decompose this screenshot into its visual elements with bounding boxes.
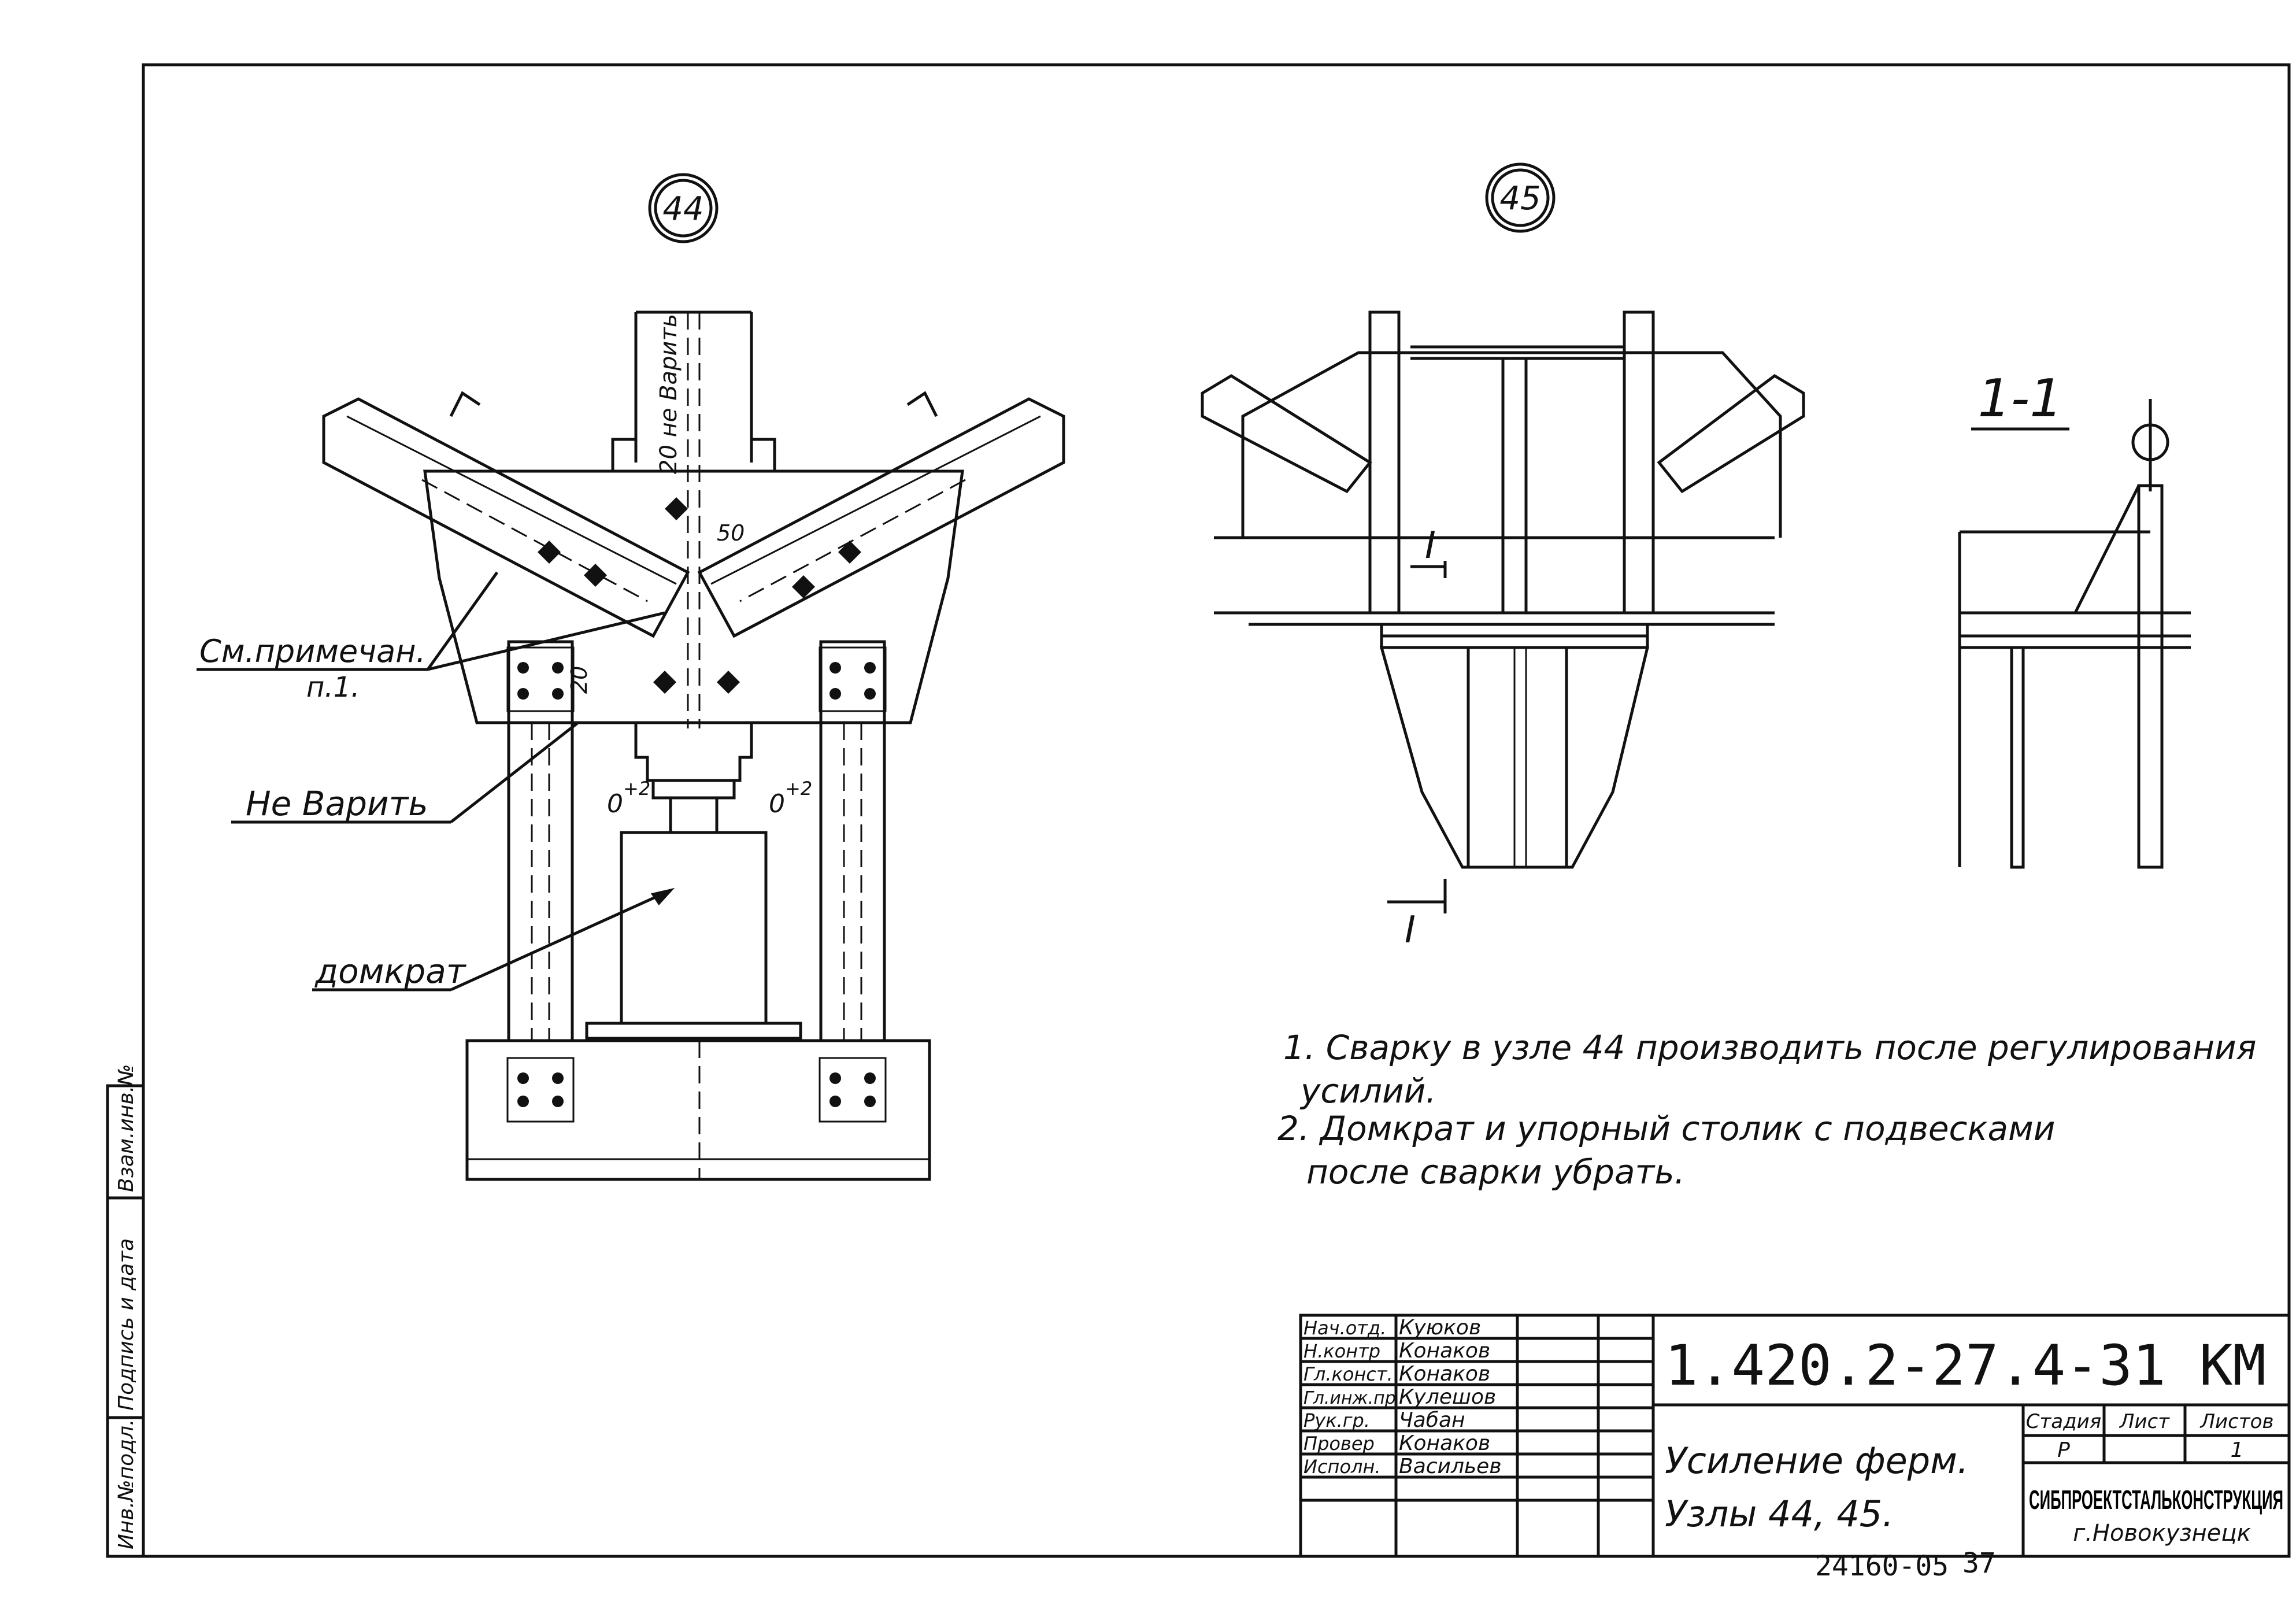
staff-role-3: Гл.конст. — [1303, 1363, 1393, 1385]
section-1-1 — [1958, 399, 2191, 869]
staff-role-2: Н.контр — [1303, 1340, 1380, 1362]
staff-name-6: Конаков — [1399, 1431, 1490, 1455]
jack-body — [620, 831, 768, 1025]
left-diagonal-44 — [322, 391, 690, 638]
document-code: 1.420.2-27.4-31 КМ — [1665, 1333, 2266, 1398]
staff-role-4: Гл.инж.пр — [1303, 1388, 1396, 1408]
sheet-frame — [142, 63, 2291, 1558]
note-2-line1: 2. Домкрат и упорный столик с подвесками — [1277, 1109, 2056, 1148]
callout-node-44: 44 — [662, 190, 703, 228]
gap-right-sup: +2 — [785, 778, 812, 800]
node-45-assembly — [1201, 310, 1805, 913]
staff-name-3: Конаков — [1399, 1362, 1490, 1386]
hanger-post-left-44 — [506, 640, 575, 1123]
staff-name-5: Чабан — [1399, 1408, 1465, 1432]
dim-50: 50 — [717, 520, 745, 546]
note-2-line2: после сварки убрать. — [1306, 1152, 1685, 1192]
sheets-header: Листов — [2199, 1410, 2273, 1433]
stamp-signature-date: Подпись и дата — [114, 1238, 138, 1411]
jack-label: домкрат — [314, 952, 467, 991]
vertical-member-44 — [634, 310, 753, 728]
organization-name: СИБПРОЕКТСТАЛЬКОНСТРУКЦИЯ — [2029, 1485, 2283, 1515]
staff-role-5: Рук.гр. — [1303, 1409, 1370, 1431]
staff-name-4: Кулешов — [1399, 1385, 1496, 1409]
no-weld-vertical-label: 20 не Варить — [656, 314, 682, 474]
stamp-replace-inv: Взам.инв.№ — [114, 1064, 138, 1192]
gap-left: 0 — [607, 789, 623, 819]
stamp-inv-number: Инв.№подл. — [114, 1419, 138, 1549]
section-mark-left: I — [1425, 524, 1436, 567]
see-note-item: п.1. — [306, 671, 360, 704]
staff-name-1: Куюков — [1399, 1316, 1481, 1340]
dim-20: 20 — [566, 666, 592, 694]
see-note-label: См.примечан. — [199, 633, 426, 669]
right-diagonal-44 — [697, 391, 1065, 638]
no-weld-label: Не Варить — [246, 784, 428, 823]
section-mark-bottom: I — [1405, 909, 1416, 952]
sheets-value: 1 — [2231, 1438, 2244, 1462]
staff-role-6: Провер — [1303, 1433, 1375, 1455]
gap-right: 0 — [769, 789, 785, 819]
title-block — [1299, 1314, 2291, 1558]
note-1-line1: 1. Сварку в узле 44 производить после ре… — [1283, 1028, 2257, 1067]
sheet-header: Лист — [2119, 1410, 2170, 1433]
staff-name-7: Васильев — [1399, 1455, 1502, 1478]
gusset-plate-44 — [423, 469, 964, 724]
archive-sheet: 37 — [1962, 1547, 1996, 1579]
hanger-post-right-44 — [819, 640, 887, 1123]
section-label: 1-1 — [1978, 368, 2063, 429]
lower-chord-44 — [465, 1039, 931, 1181]
staff-role-7: Исполн. — [1303, 1456, 1381, 1478]
stage-header: Стадия — [2026, 1410, 2101, 1433]
side-stamp-frame — [106, 1084, 145, 1558]
stage-value: Р — [2057, 1438, 2070, 1462]
archive-number: 24160-05 — [1815, 1550, 1949, 1582]
staff-role-1: Нач.отд. — [1303, 1317, 1386, 1339]
drawing-title-line2: Узлы 44, 45. — [1665, 1493, 1894, 1535]
drawing-title-line1: Усиление ферм. — [1665, 1440, 1969, 1482]
organization-city: г.Новокузнецк — [2073, 1520, 2251, 1547]
callout-node-45: 45 — [1499, 180, 1540, 217]
note-1-line2: усилий. — [1301, 1071, 1436, 1111]
staff-name-2: Конаков — [1399, 1339, 1490, 1363]
gap-left-sup: +2 — [623, 778, 650, 800]
